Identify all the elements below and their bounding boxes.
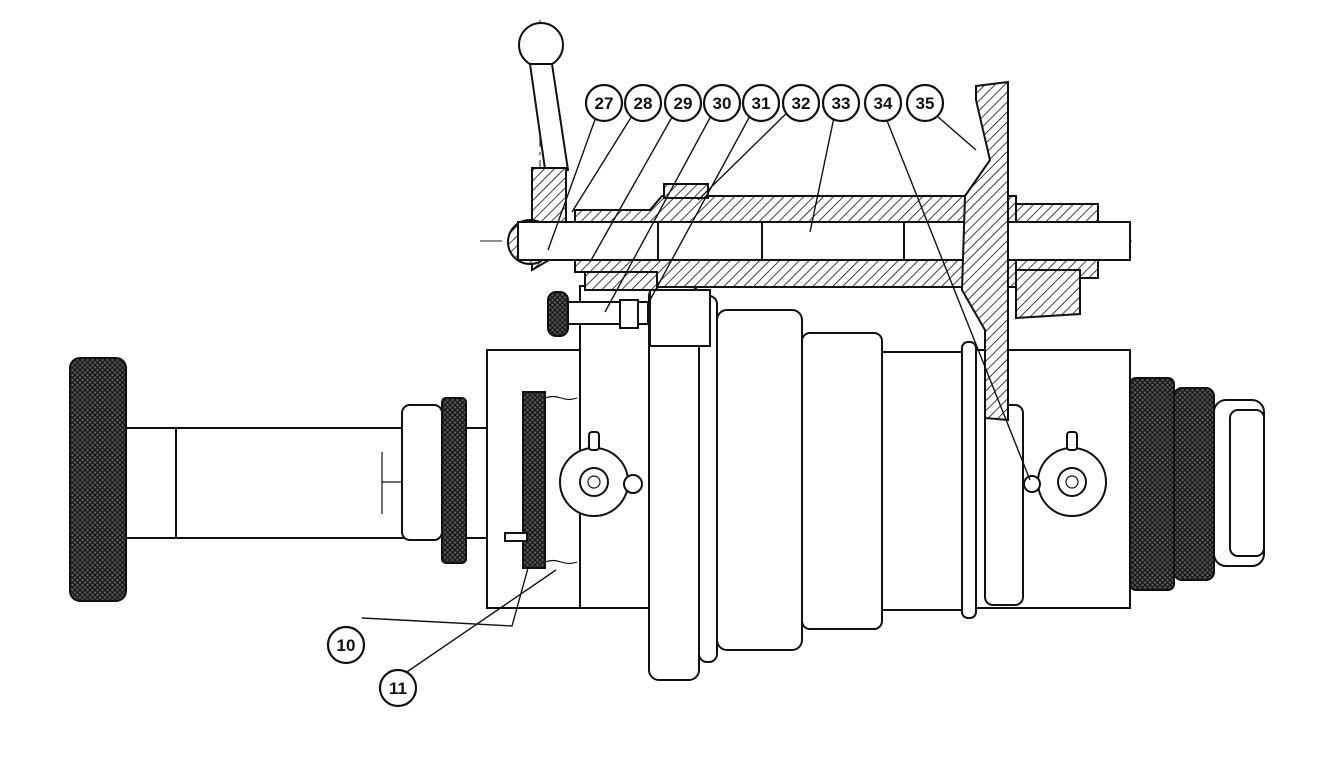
hand-wheel-knurled-rim bbox=[69, 357, 127, 602]
callout-10: 10 bbox=[326, 625, 366, 665]
callout-10-label: 10 bbox=[337, 636, 356, 655]
callout-27-label: 27 bbox=[595, 94, 614, 113]
callout-32: 32 bbox=[781, 83, 821, 123]
left-clamp-boss bbox=[623, 474, 643, 494]
plunger-knob bbox=[547, 291, 649, 337]
extension-sleeve bbox=[125, 397, 527, 564]
handle-grip bbox=[528, 63, 570, 178]
hand-wheel bbox=[69, 357, 127, 602]
callout-11-label: 11 bbox=[389, 679, 407, 698]
right-clamp-nut bbox=[1057, 467, 1087, 497]
callout-35: 35 bbox=[905, 83, 945, 123]
callout-30-label: 30 bbox=[713, 94, 732, 113]
body-step-2 bbox=[801, 332, 883, 630]
nose-knurled-ring bbox=[1129, 377, 1175, 591]
flange-ring bbox=[698, 295, 718, 663]
left-clamp-pin bbox=[588, 431, 600, 451]
right-clamp-pin bbox=[1066, 431, 1078, 451]
sleeve-hub bbox=[125, 427, 177, 539]
callout-33-label: 33 bbox=[832, 94, 851, 113]
front-face bbox=[559, 285, 651, 609]
body-step-1 bbox=[716, 309, 803, 651]
callout-34-label: 34 bbox=[874, 94, 893, 113]
callout-29: 29 bbox=[663, 83, 703, 123]
adjusting-gear bbox=[441, 397, 467, 564]
sleeve-body bbox=[175, 427, 405, 539]
main-body bbox=[648, 285, 1131, 681]
callout-11: 11 bbox=[378, 668, 418, 708]
gear-hub-section bbox=[1015, 269, 1081, 320]
callout-28: 28 bbox=[623, 83, 663, 123]
callout-31: 31 bbox=[741, 83, 781, 123]
worm-gear-section bbox=[960, 80, 1009, 422]
upper-dial-indicator bbox=[544, 395, 578, 401]
left-clamp-nut bbox=[579, 467, 609, 497]
pinion-gear bbox=[649, 289, 711, 347]
callout-35-label: 35 bbox=[916, 94, 935, 113]
callout-32-label: 32 bbox=[792, 94, 811, 113]
callout-30: 30 bbox=[702, 83, 742, 123]
callout-29-label: 29 bbox=[674, 94, 693, 113]
sleeve-collar bbox=[401, 404, 443, 541]
lower-dial-indicator bbox=[544, 559, 578, 565]
front-housing-step bbox=[984, 404, 1024, 606]
spindle-nose bbox=[1129, 377, 1265, 591]
right-clamp-boss bbox=[1023, 475, 1041, 493]
plunger-collar bbox=[619, 299, 639, 329]
handle-ball bbox=[518, 22, 564, 68]
callout-28-label: 28 bbox=[634, 94, 653, 113]
callout-31-label: 31 bbox=[752, 94, 771, 113]
callouts: 27 28 29 30 31 32 33 34 bbox=[326, 83, 945, 708]
callout-27: 27 bbox=[584, 83, 624, 123]
body-step-3 bbox=[881, 351, 969, 611]
graduated-dial-ring bbox=[522, 391, 546, 569]
callout-33: 33 bbox=[821, 83, 861, 123]
lever-handle bbox=[507, 22, 659, 272]
right-bushing-upper bbox=[1015, 203, 1099, 223]
callout-34: 34 bbox=[863, 83, 903, 123]
handle-shaft bbox=[517, 221, 659, 261]
dial-lock-screw bbox=[504, 532, 528, 542]
knob-grip bbox=[547, 291, 569, 337]
shaft-keyway bbox=[761, 221, 905, 261]
retaining-ring bbox=[961, 341, 977, 619]
nose-lock-ring bbox=[1173, 387, 1215, 581]
